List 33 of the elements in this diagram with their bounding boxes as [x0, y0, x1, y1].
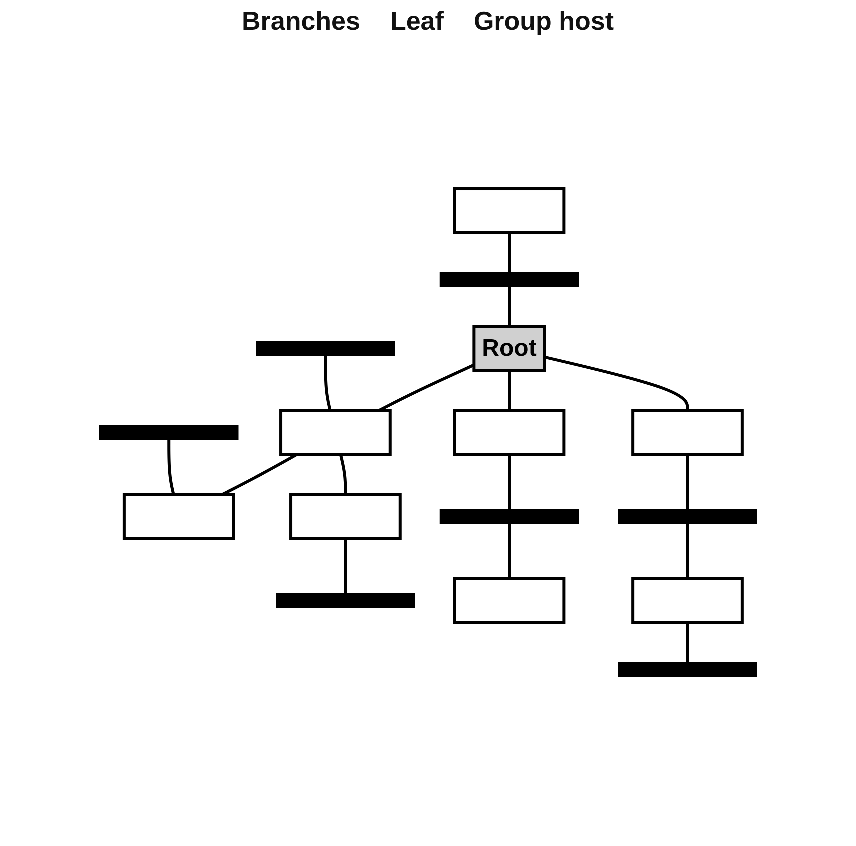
node-box [452, 410, 566, 456]
connector [686, 623, 689, 663]
node-box [631, 410, 744, 456]
connector [508, 455, 511, 510]
connector [508, 524, 511, 579]
node-bar [439, 510, 579, 524]
connector [544, 356, 689, 411]
connector [167, 440, 175, 496]
connector [686, 455, 689, 510]
connector [324, 356, 332, 412]
connector [508, 287, 511, 327]
node-box [279, 410, 392, 456]
connector [339, 454, 347, 495]
node-box [631, 578, 744, 624]
node-bar [439, 272, 579, 288]
node-box: Root [472, 326, 546, 372]
node-bar [99, 426, 238, 440]
node-bar [276, 594, 415, 608]
annotation-text: Group host [474, 6, 614, 37]
connector [508, 371, 511, 411]
node-bar [618, 662, 757, 678]
node-box [452, 188, 566, 234]
node-box [122, 494, 235, 540]
node-bar [256, 342, 395, 356]
node-box [289, 494, 402, 540]
connector [508, 233, 511, 273]
node-bar [618, 510, 757, 524]
node-box [452, 578, 566, 624]
annotation-text: Branches [242, 6, 360, 37]
connector [377, 364, 474, 412]
connector [344, 539, 347, 594]
annotation-text: Leaf [390, 6, 444, 37]
connector [686, 524, 689, 579]
